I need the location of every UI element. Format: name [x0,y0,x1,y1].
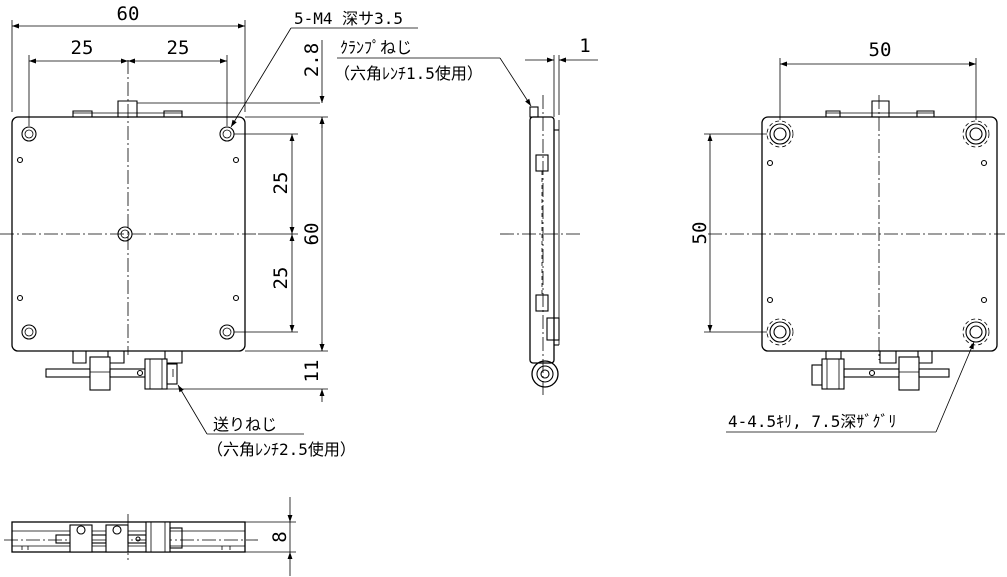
dim-height-60: 60 [301,223,323,246]
counterbore-hole [962,318,990,346]
bottom-feed-screw [55,521,183,553]
side-gib-block [535,154,549,172]
counterbore-hole [766,318,794,346]
dim-thickness-1: 1 [579,35,590,57]
feed-screw-assembly [45,351,183,391]
rear-dimensions: 50 50 [689,39,977,333]
side-plate-outline [529,116,555,364]
dim-width-60: 60 [117,3,140,25]
front-view [0,60,320,391]
m4-tapped-hole [21,324,37,340]
front-dimensions: 60 25 25 25 25 60 2.8 11 [11,3,328,402]
pin-hole [980,296,988,304]
bottom-view [4,514,258,560]
m4-tapped-hole [219,324,235,340]
dim-rear-pitch-50-v: 50 [689,222,711,245]
note-clamp-screw-detail: （六角ﾚﾝﾁ1.5使用） [334,64,483,83]
dim-offset-2-8: 2.8 [301,43,323,77]
note-feed-screw-detail: （六角ﾚﾝﾁ2.5使用） [207,440,356,459]
note-tapped-holes: 5-M4 深サ3.5 [294,9,403,28]
clamp-screw-callout: ｸﾗﾝﾌﾟねじ （六角ﾚﾝﾁ1.5使用） [334,38,532,107]
tapped-holes-callout: 5-M4 深サ3.5 [230,9,418,128]
dim-pitch-25-right: 25 [167,37,190,59]
feed-screw-assembly-rear [811,351,950,391]
pin-hole [232,294,240,302]
counterbore-callout: 4-4.5ｷﾘ, 7.5深ｻﾞｸﾞﾘ [726,341,975,433]
pin-hole [232,156,240,164]
feed-screw-end [531,360,559,388]
clamp-screw-block [117,100,138,117]
note-feed-screw-title: 送りねじ [213,415,277,434]
side-gib-block [535,294,549,312]
side-dimensions: 1 [525,35,598,115]
dim-vertical-25-lower: 25 [270,267,292,290]
counterbore-hole [962,120,990,148]
dim-rear-pitch-50-h: 50 [869,39,892,61]
pin-hole [980,159,988,167]
bottom-dimensions: 8 [245,497,296,576]
dim-offset-11: 11 [301,360,323,383]
dim-vertical-25-upper: 25 [270,172,292,195]
pin-hole [16,156,24,164]
note-clamp-screw-title: ｸﾗﾝﾌﾟねじ [340,38,412,57]
side-view [500,95,580,395]
m4-tapped-hole [219,126,235,142]
note-counterbore-holes: 4-4.5ｷﾘ, 7.5深ｻﾞｸﾞﾘ [728,412,896,431]
dim-thickness-8: 8 [269,531,291,542]
pin-hole [16,294,24,302]
pin-hole [766,296,774,304]
m4-tapped-hole-center [117,226,133,242]
rear-view [708,95,1005,391]
dim-pitch-25-left: 25 [71,37,94,59]
m4-tapped-hole [21,126,37,142]
pin-hole [766,159,774,167]
feed-screw-callout: 送りねじ （六角ﾚﾝﾁ2.5使用） [177,384,356,459]
counterbore-hole [766,120,794,148]
clamp-screw-head [529,106,539,118]
